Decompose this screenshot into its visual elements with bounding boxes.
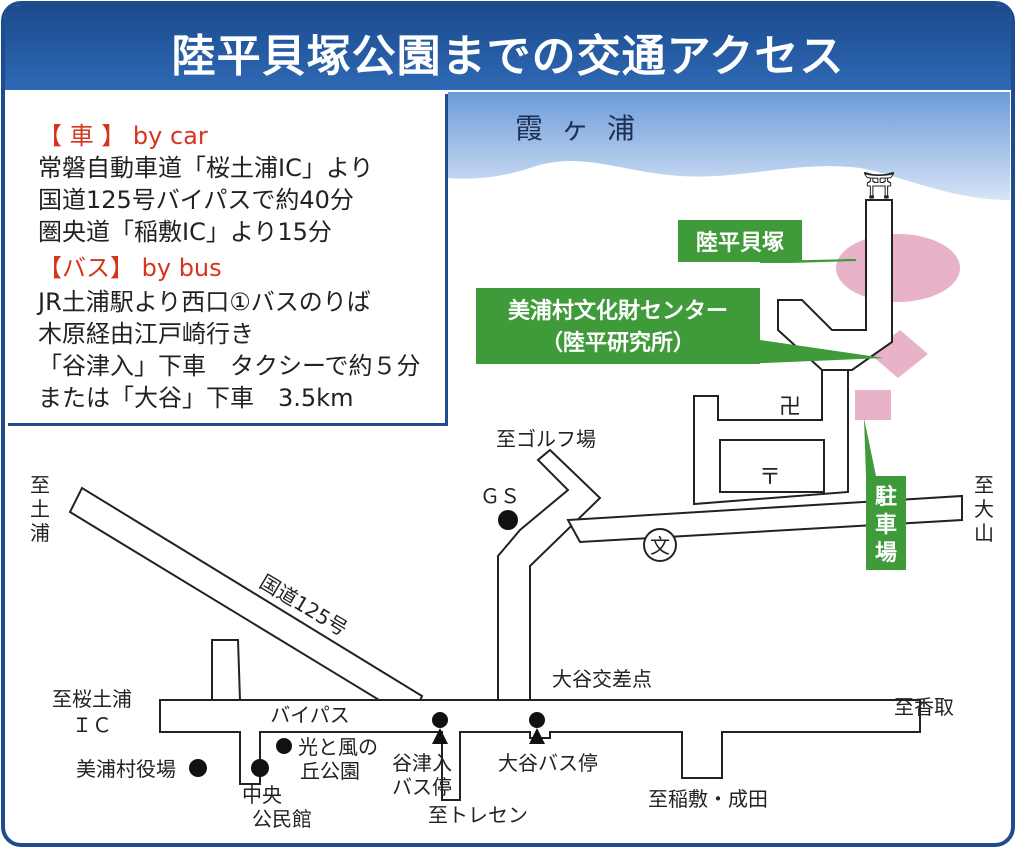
svg-text:至: 至 — [30, 473, 50, 497]
community-label-1: 中央 — [242, 783, 282, 807]
lake-label: 霞ヶ浦 — [515, 112, 653, 145]
roads — [68, 199, 963, 801]
bus-line-3: 「谷津入」下車 タクシーで約５分 — [38, 352, 421, 380]
parking-area — [855, 390, 891, 420]
post-office-icon: 〒 — [759, 465, 781, 490]
oya-bus-stop-icon — [529, 712, 545, 744]
to-toresen-label: 至トレセン — [428, 803, 528, 827]
to-inashiki-label: 至稲敷・成田 — [648, 787, 768, 811]
oya-bus-label: 大谷バス停 — [498, 751, 598, 775]
ic-branch-road — [211, 639, 242, 701]
bus-line-2: 木原経由江戸崎行き — [38, 320, 254, 348]
lake-area — [448, 92, 1010, 200]
bypass-road — [159, 699, 921, 801]
community-label-2: 公民館 — [252, 807, 312, 831]
svg-text:山: 山 — [974, 521, 994, 545]
park-label-2: 丘公園 — [300, 759, 360, 783]
village-office-dot-icon — [189, 759, 207, 777]
school-label: 文 — [650, 534, 670, 558]
bus-heading: 【バス】 by bus — [38, 254, 222, 282]
access-info-box: 【 車 】 by car 常磐自動車道「桜土浦IC」より 国道125号バイパスで… — [8, 94, 448, 426]
park-label-1: 光と風の — [298, 735, 378, 759]
gs-label: ＧＳ — [480, 484, 520, 508]
park-dot-icon — [276, 738, 292, 754]
gas-station-icon — [498, 510, 518, 530]
car-line-3: 圏央道「稲敷IC」より15分 — [38, 218, 332, 246]
page-title: 陸平貝塚公園までの交通アクセス — [171, 31, 845, 82]
site-callout: 陸平貝塚 — [678, 220, 857, 263]
to-sakura-ic-label-2: ＩＣ — [72, 713, 112, 737]
community-hall-dot-icon — [251, 759, 269, 777]
bus-line-1: JR土浦駅より西口①バスのりば — [38, 288, 371, 316]
shrine-icon: ⛩ — [862, 171, 895, 201]
school-icon — [643, 528, 677, 562]
post-office-block — [719, 439, 825, 493]
to-golf-label: 至ゴルフ場 — [496, 427, 596, 451]
parking-label-3: 場 — [875, 541, 897, 566]
temple-icon: 卍 — [779, 395, 801, 420]
to-oyama-label: 至 大 山 — [974, 473, 994, 545]
bypass-label: バイパス — [270, 703, 350, 727]
site-area — [836, 234, 960, 302]
parking-label-1: 駐 — [875, 484, 897, 510]
svg-text:浦: 浦 — [30, 521, 50, 545]
center-area — [870, 330, 928, 378]
center-label-2: （陸平研究所） — [541, 330, 695, 356]
to-tsuchiura-label: 至 土 浦 — [30, 473, 50, 545]
car-line-1: 常磐自動車道「桜土浦IC」より — [38, 154, 374, 182]
svg-text:土: 土 — [30, 497, 50, 521]
yatsuiri-label-2: バス停 — [392, 775, 452, 799]
to-sakura-ic-label-1: 至桜土浦 — [52, 687, 132, 711]
title-bar-text-wrap: 陸平貝塚公園までの交通アクセス — [6, 4, 1010, 90]
yatsuiri-bus-stop-icon — [432, 712, 448, 744]
parking-callout: 駐 車 場 — [864, 418, 906, 570]
title-bar — [5, 5, 1011, 90]
village-office-label: 美浦村役場 — [76, 757, 176, 781]
oya-intersection-label: 大谷交差点 — [552, 667, 652, 691]
center-label-1: 美浦村文化財センター — [508, 298, 728, 324]
parking-label-2: 車 — [875, 513, 897, 538]
center-callout: 美浦村文化財センター （陸平研究所） — [476, 288, 884, 364]
car-line-2: 国道125号バイパスで約40分 — [38, 186, 354, 214]
bus-line-4: または「大谷」下車 3.5km — [38, 384, 354, 412]
site-label: 陸平貝塚 — [696, 230, 784, 256]
svg-text:至: 至 — [974, 473, 994, 497]
route-125-road — [68, 486, 424, 722]
car-heading: 【 車 】 by car — [38, 122, 208, 150]
yatsuiri-label-1: 谷津入 — [392, 751, 452, 775]
to-katori-label: 至香取 — [894, 695, 954, 719]
svg-text:大: 大 — [974, 497, 994, 521]
golf-road — [497, 448, 602, 701]
